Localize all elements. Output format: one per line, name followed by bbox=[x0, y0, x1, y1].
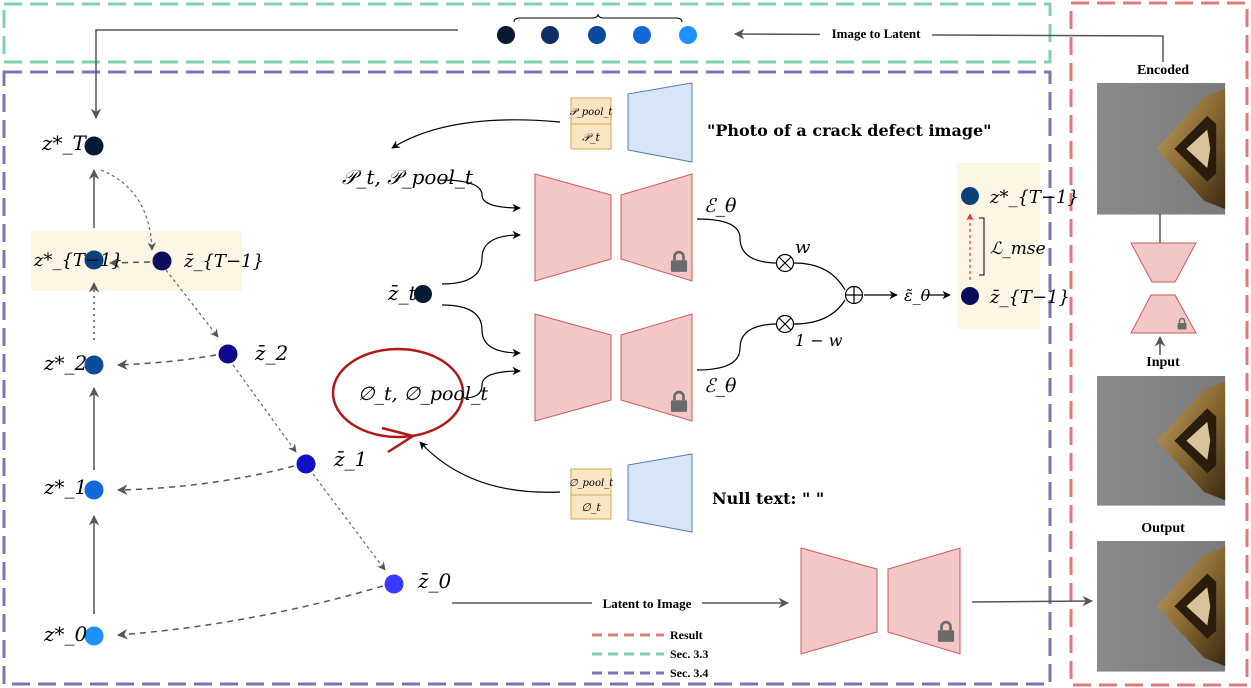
z0-star-label: z*_0 bbox=[43, 622, 88, 646]
image-to-latent-arrow bbox=[733, 28, 1164, 62]
pos-pool-token: 𝒫_pool_t bbox=[570, 107, 614, 118]
null-highlight-ellipse bbox=[331, 347, 465, 439]
unet-conditional bbox=[534, 173, 693, 282]
null-pool-token: ∅_pool_t bbox=[569, 478, 614, 489]
z-bar-out-node bbox=[961, 287, 979, 305]
latent-dot-5 bbox=[679, 26, 697, 44]
eps-top-label: ℰ_θ bbox=[704, 195, 737, 217]
latent-dot-4 bbox=[633, 26, 651, 44]
zT1-bar-node bbox=[152, 251, 172, 271]
encoded-label: Encoded bbox=[1137, 63, 1189, 78]
zT1-star-label: z*_{T−1} bbox=[33, 250, 123, 271]
zT-star-label: z*_T bbox=[41, 131, 88, 155]
one-minus-w-label: 1 − w bbox=[795, 331, 843, 350]
legend-sec34: Sec. 3.4 bbox=[670, 666, 708, 680]
loss-label: ℒ_mse bbox=[990, 239, 1046, 259]
sum-node bbox=[844, 285, 864, 305]
latent-dot-2 bbox=[541, 26, 559, 44]
zT1-bar-label: z̄_{T−1} bbox=[183, 251, 264, 272]
sec33-frame bbox=[2, 2, 1052, 64]
input-label: Input bbox=[1146, 355, 1180, 370]
multiply-w-node bbox=[775, 253, 795, 273]
z0-bar-node bbox=[384, 574, 404, 594]
decoder-to-output-arrow bbox=[971, 595, 1094, 607]
encoded-image bbox=[1097, 83, 1226, 215]
eps-bottom-label: ℰ_θ bbox=[704, 375, 737, 397]
legend-result: Result bbox=[670, 628, 703, 642]
z2-bar-label: z̄_2 bbox=[254, 341, 288, 365]
zt-node bbox=[414, 285, 432, 303]
text-encoder-positive bbox=[627, 82, 693, 163]
vae-decoder-shape bbox=[1130, 242, 1197, 283]
positive-token-box: 𝒫_pool_t 𝒫_t bbox=[570, 97, 614, 150]
zT1-box bbox=[31, 231, 242, 291]
positive-prompt: "Photo of a crack defect image" bbox=[707, 121, 992, 140]
input-image bbox=[1097, 376, 1226, 506]
z-bar-out-label: z̄_{T−1} bbox=[989, 287, 1070, 308]
z0-star-node bbox=[84, 626, 104, 646]
z1-star-label: z*_1 bbox=[43, 475, 87, 499]
z0-bar-label: z̄_0 bbox=[417, 569, 452, 593]
null-prompt: Null text: " " bbox=[712, 489, 824, 508]
sec34-frame bbox=[2, 70, 1052, 686]
image-to-latent-label: Image to Latent bbox=[832, 26, 921, 41]
latent-dot-1 bbox=[497, 26, 515, 44]
z2-star-label: z*_2 bbox=[43, 351, 87, 375]
unet-unconditional bbox=[534, 313, 693, 422]
zt-label: z̄_t bbox=[387, 281, 418, 305]
pos-token: 𝒫_t bbox=[582, 131, 600, 144]
latent-dot-3 bbox=[588, 26, 606, 44]
z1-star-node bbox=[84, 480, 104, 500]
p-label: 𝒫_t, 𝒫_pool_t bbox=[342, 165, 474, 189]
z1-bar-label: z̄_1 bbox=[333, 447, 367, 471]
latent-to-zT-arrow bbox=[90, 29, 458, 120]
null-token-box: ∅_pool_t ∅_t bbox=[569, 468, 614, 520]
null-token: ∅_t bbox=[581, 501, 601, 514]
result-frame bbox=[1069, 1, 1249, 687]
z2-star-node bbox=[84, 355, 104, 375]
eps-tilde-label: ε̃_θ bbox=[904, 286, 931, 305]
z-star-out-label: z*_{T−1} bbox=[989, 187, 1079, 208]
multiply-1-minus-w-node bbox=[775, 314, 795, 334]
output-image bbox=[1097, 541, 1226, 672]
z1-bar-node bbox=[296, 454, 316, 474]
latent-to-image-label: Latent to Image bbox=[603, 596, 692, 611]
legend: Result Sec. 3.3 Sec. 3.4 bbox=[592, 628, 708, 680]
zT1-star-node bbox=[84, 250, 104, 270]
latent-dot-row bbox=[497, 13, 697, 44]
vae-decoder-bottom bbox=[800, 547, 961, 655]
null-label: ∅_t, ∅_pool_t bbox=[358, 383, 488, 405]
z-star-out-node bbox=[961, 187, 979, 205]
legend-sec33: Sec. 3.3 bbox=[670, 647, 708, 661]
output-label: Output bbox=[1141, 521, 1185, 536]
z2-bar-node bbox=[218, 344, 238, 364]
zT-star-node bbox=[84, 136, 104, 156]
text-encoder-null bbox=[627, 453, 693, 533]
w-label: w bbox=[795, 237, 811, 258]
